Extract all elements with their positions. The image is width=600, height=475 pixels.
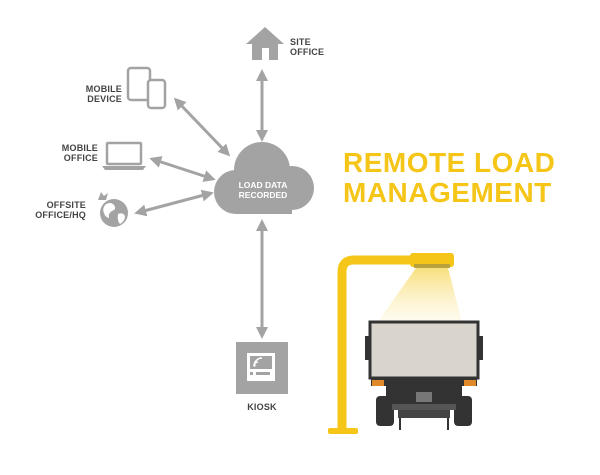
- cloud-label-line2: RECORDED: [238, 190, 288, 200]
- cloud-icon: [214, 142, 314, 214]
- kiosk-label: KIOSK: [236, 402, 288, 412]
- headline-line1: REMOTE LOAD: [343, 147, 556, 178]
- mobile-device-label-line1: MOBILE: [85, 84, 122, 94]
- truck-icon: [365, 320, 483, 430]
- site-office-label-line1: SITE: [290, 37, 311, 47]
- mobile-device-label: MOBILE DEVICE: [60, 84, 122, 104]
- site-office-label: SITE OFFICE: [290, 37, 324, 57]
- headline-line2: MANAGEMENT: [343, 177, 552, 208]
- cloud-label-line1: LOAD DATA: [238, 180, 288, 190]
- laptop-icon: [102, 141, 146, 170]
- streetlight-icon: [328, 253, 464, 434]
- mobile-office-label-line1: MOBILE: [61, 143, 98, 153]
- tablet-icon: [126, 66, 152, 102]
- offsite-office-label: OFFSITE OFFICE/HQ: [20, 200, 86, 220]
- kiosk-icon: [236, 342, 288, 394]
- kiosk-label-text: KIOSK: [247, 402, 277, 412]
- mobile-office-label: MOBILE OFFICE: [36, 143, 98, 163]
- mobile-office-label-line2: OFFICE: [63, 153, 98, 163]
- offsite-office-label-line2: OFFICE/HQ: [35, 210, 86, 220]
- globe-icon: [98, 192, 128, 227]
- arrow-cloud-mobile-device: [173, 97, 231, 157]
- cloud-label: LOAD DATA RECORDED: [226, 180, 300, 200]
- arrow-cloud-offsite-office: [134, 189, 214, 217]
- connection-arrows: [134, 69, 268, 339]
- headline: REMOTE LOAD MANAGEMENT: [343, 148, 555, 208]
- site-office-label-line2: OFFICE: [290, 47, 325, 57]
- mobile-device-label-line2: DEVICE: [87, 94, 122, 104]
- phone-icon: [146, 78, 167, 110]
- house-icon: [246, 27, 284, 60]
- offsite-office-label-line1: OFFSITE: [46, 200, 86, 210]
- arrow-cloud-mobile-office: [149, 156, 216, 182]
